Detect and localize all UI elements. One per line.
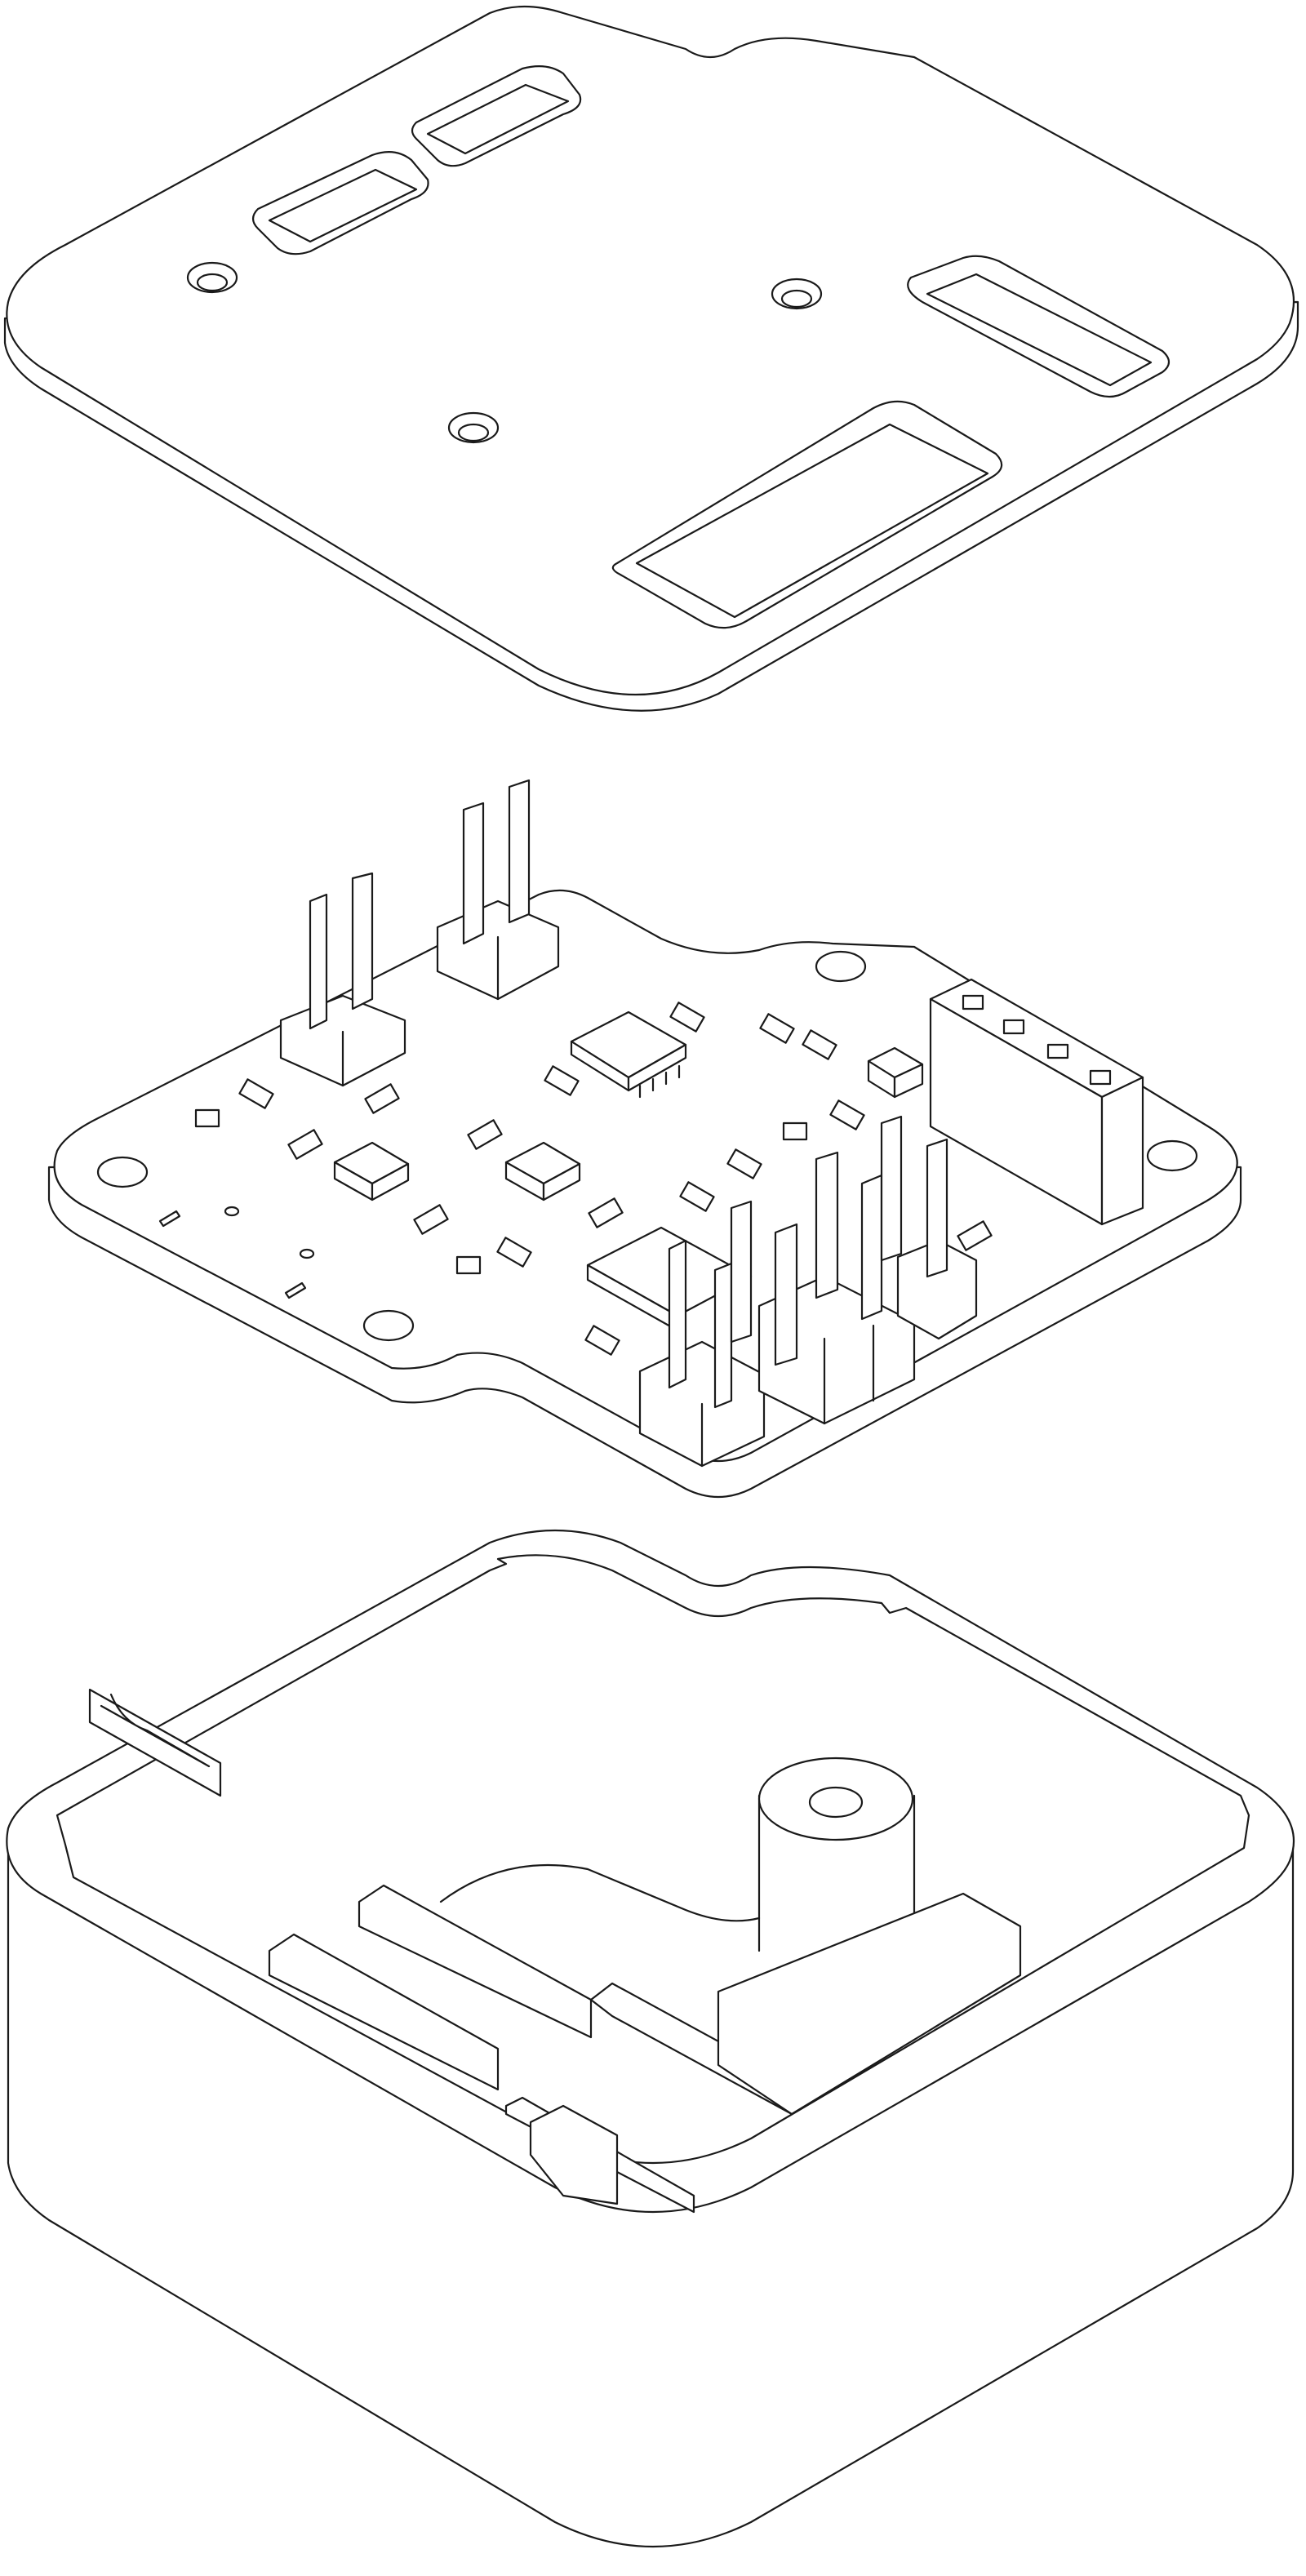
component-side	[893, 1063, 924, 1099]
usb-port-opening	[88, 1688, 222, 1797]
pin-header-2pin	[279, 872, 406, 1087]
smd-resistor	[413, 1204, 449, 1235]
header-pin	[730, 1200, 753, 1344]
socket-side	[1100, 1076, 1144, 1226]
smd-resistor	[364, 1083, 400, 1114]
ic-body-side	[371, 1162, 410, 1201]
pcb	[47, 779, 1242, 1499]
lid-hole-1-inner	[196, 273, 229, 292]
pcb-mount-hole-1	[96, 1156, 149, 1188]
smd-resistor	[496, 1237, 532, 1268]
socket-hole	[1046, 1043, 1069, 1059]
ic-body-side	[627, 1043, 687, 1092]
pin-header-cluster	[638, 1115, 978, 1468]
usb-port-inner	[100, 1693, 211, 1768]
smd-led	[782, 1121, 808, 1141]
lid-slot-3-inner	[926, 273, 1153, 387]
base	[6, 1529, 1295, 2547]
smd-led	[455, 1255, 482, 1275]
base-rib-1	[268, 1933, 500, 2091]
smd-passives	[194, 1002, 993, 1356]
smd-resistor	[759, 1013, 795, 1044]
lid-hole-2-inner	[780, 289, 813, 309]
base-top-rim	[6, 1529, 1295, 2213]
smd-resistor	[802, 1029, 837, 1060]
pin-header-2pin	[436, 779, 560, 1001]
base-boss-hole	[808, 1786, 864, 1819]
smd-led	[194, 1108, 220, 1128]
header-pin	[668, 1239, 687, 1389]
lid-slot-4	[611, 400, 1003, 629]
lid-slot-1-inner	[426, 83, 570, 155]
ic-body-side	[542, 1162, 581, 1201]
header-pin	[815, 1151, 839, 1299]
lid-hole-2	[771, 278, 823, 310]
smd-resistor	[584, 1325, 620, 1356]
socket-hole	[962, 994, 984, 1010]
lid-slot-2	[251, 151, 429, 255]
header-pin	[309, 893, 328, 1030]
socket-header-4pin	[929, 978, 1144, 1226]
smd-resistor	[544, 1065, 580, 1096]
lid	[3, 5, 1299, 712]
smd-resistor	[669, 1002, 705, 1033]
socket-hole	[1089, 1069, 1112, 1086]
socket-hole	[1002, 1019, 1025, 1035]
pcb-mount-hole-2	[362, 1309, 415, 1342]
header-pin	[926, 1138, 948, 1278]
base-internal-cradle	[439, 1863, 761, 1922]
header-pin	[880, 1115, 903, 1262]
square-component	[867, 1046, 924, 1099]
smd-resistor	[238, 1078, 274, 1109]
lid-hole-3-inner	[457, 423, 490, 442]
pcb-mount-hole-4	[1146, 1139, 1198, 1172]
base-rib-2	[358, 1884, 593, 2039]
smd-resistor	[588, 1197, 624, 1228]
smd-resistor	[679, 1181, 715, 1212]
lid-slot-3	[907, 255, 1171, 398]
pcb-slot	[158, 1210, 181, 1228]
lid-hole-1	[186, 261, 238, 294]
smd-resistor	[957, 1220, 993, 1251]
ic-msop	[570, 1010, 687, 1099]
ic-sot	[333, 1141, 410, 1201]
lid-slot-2-inner	[268, 168, 418, 243]
header-pin	[351, 872, 374, 1010]
header-pin	[462, 802, 485, 945]
smd-resistor	[829, 1099, 865, 1130]
base-divider-post	[529, 2104, 619, 2205]
header-pin	[713, 1262, 733, 1409]
pcb-via	[224, 1206, 240, 1217]
base-inner-rim	[56, 1554, 1250, 2164]
lid-hole-3	[447, 411, 500, 444]
header-pin	[508, 779, 531, 924]
pcb-via	[299, 1248, 315, 1259]
pcb-slot	[284, 1281, 307, 1299]
base-wall-block	[717, 1892, 1022, 2116]
lid-slot-1	[411, 64, 582, 167]
smd-resistor	[726, 1148, 762, 1179]
pcb-mount-hole-3	[815, 950, 867, 983]
base-boss	[757, 1794, 916, 1952]
ic-sot	[504, 1141, 581, 1201]
smd-resistor	[287, 1129, 323, 1160]
header-pin	[860, 1174, 883, 1321]
lid-slot-4-inner	[635, 423, 989, 619]
smd-resistor	[467, 1119, 503, 1150]
header-pin	[774, 1223, 798, 1366]
